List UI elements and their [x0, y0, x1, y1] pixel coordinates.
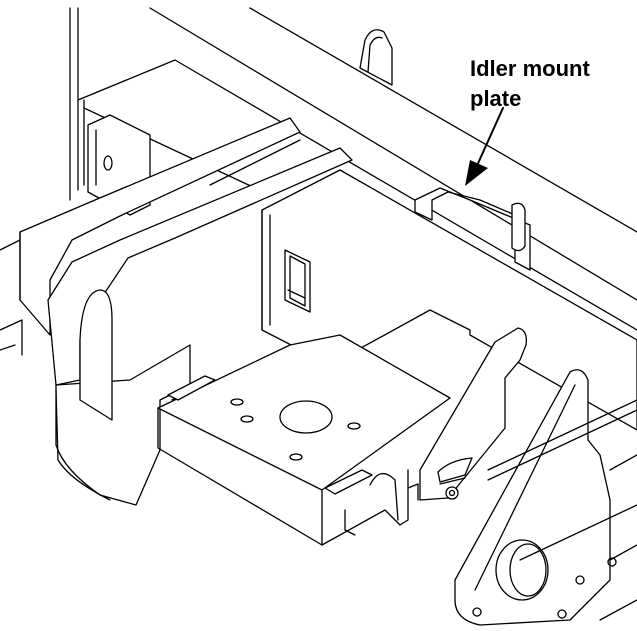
lower-rails: [487, 399, 637, 621]
base-plate-tray: [157, 334, 451, 546]
left-lever-arm: [0, 117, 353, 386]
idler-mount-plate: [414, 187, 531, 271]
callout-arrow: [465, 107, 504, 186]
callout-line-2: plate: [470, 86, 522, 111]
lower-front-block: [55, 289, 191, 506]
callout-line-1: Idler mount: [470, 56, 590, 81]
idler-mount-plate-label: Idler mount plate: [470, 54, 637, 114]
pivot-bracket: [419, 327, 527, 501]
side-plate: [454, 369, 637, 626]
rail-top-tab: [359, 29, 393, 86]
